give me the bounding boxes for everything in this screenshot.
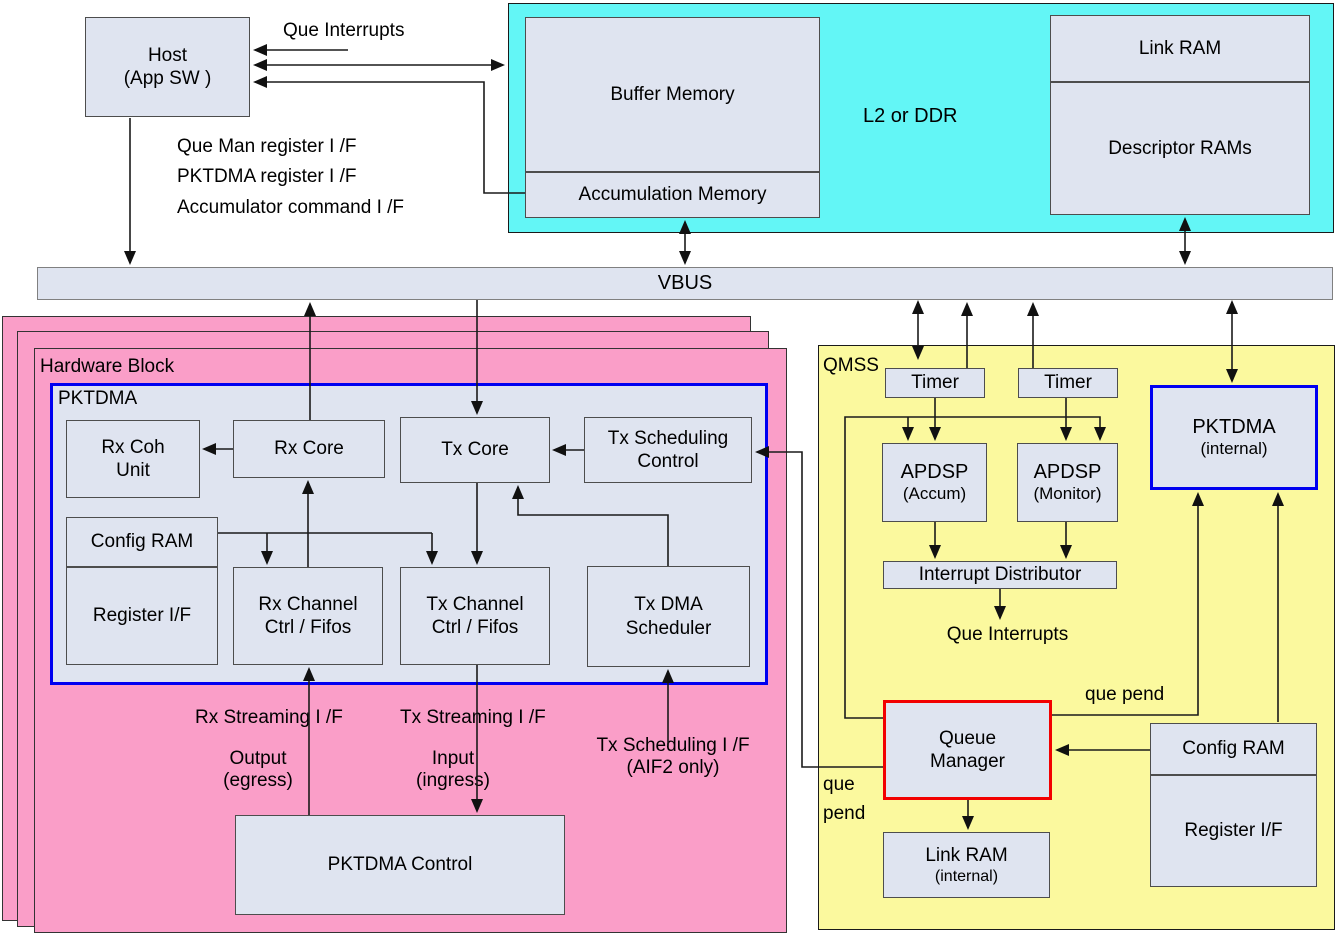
link-ram-internal-sublabel: (internal) — [934, 867, 999, 885]
tx-channel-label2: Ctrl / Fifos — [431, 617, 519, 638]
host-label: Host — [147, 44, 188, 66]
que-interrupts-qmss-label: Que Interrupts — [946, 624, 1069, 645]
rx-channel-box: Rx Channel Ctrl / Fifos — [233, 567, 383, 665]
vbus-bar: VBUS — [37, 267, 1333, 300]
queue-manager-label2: Manager — [930, 751, 1005, 772]
rx-coh-unit-box: Rx Coh Unit — [66, 420, 200, 498]
vbus-label: VBUS — [657, 272, 713, 294]
que-pend-top-label: que pend — [1085, 684, 1165, 705]
rx-channel-label2: Ctrl / Fifos — [264, 617, 352, 638]
output-label: Output — [229, 748, 287, 769]
tx-dma-scheduler-label: Tx DMA — [634, 594, 703, 616]
host-sublabel: (App SW ) — [123, 68, 212, 89]
apdsp-accum-label: APDSP — [900, 460, 969, 483]
egress-label: (egress) — [223, 770, 293, 791]
rx-core-label: Rx Core — [274, 438, 344, 460]
timer1-box: Timer — [885, 368, 985, 398]
tx-scheduling-control-box: Tx Scheduling Control — [584, 417, 752, 483]
qmss-config-ram-label: Config RAM — [1182, 738, 1285, 760]
pktdma-register-if-label: PKTDMA register I /F — [177, 166, 357, 187]
link-ram-internal-label: Link RAM — [925, 844, 1008, 866]
tx-core-box: Tx Core — [400, 417, 550, 483]
l2-ddr-label: L2 or DDR — [863, 105, 958, 127]
host-box: Host (App SW ) — [85, 17, 250, 117]
input-ingress-label: Input (ingress) — [398, 748, 508, 792]
tx-scheduling-if-label: Tx Scheduling I /F (AIF2 only) — [578, 735, 768, 779]
descriptor-rams-box: Descriptor RAMs — [1050, 82, 1310, 215]
tx-dma-scheduler-label2: Scheduler — [625, 617, 712, 639]
pktdma-internal-box: PKTDMA (internal) — [1150, 385, 1318, 490]
accumulation-memory-label: Accumulation Memory — [578, 184, 767, 206]
pktdma-label: PKTDMA — [58, 388, 138, 409]
accumulation-memory-box: Accumulation Memory — [525, 172, 820, 218]
apdsp-monitor-label: APDSP — [1033, 460, 1102, 483]
qmss-register-if-label: Register I/F — [1184, 820, 1283, 842]
config-ram-label: Config RAM — [90, 531, 194, 553]
apdsp-monitor-sublabel: (Monitor) — [1033, 484, 1102, 504]
que-pend-left-label: que pend — [823, 770, 865, 829]
qmss-label: QMSS — [823, 355, 879, 376]
pktdma-internal-sublabel: (internal) — [1200, 439, 1268, 459]
buffer-memory-label: Buffer Memory — [610, 83, 735, 105]
tx-channel-label: Tx Channel — [426, 593, 524, 615]
pktdma-internal-label: PKTDMA — [1192, 415, 1276, 438]
ingress-label: (ingress) — [416, 770, 490, 791]
qmss-register-if-box: Register I/F — [1150, 775, 1317, 887]
apdsp-monitor-box: APDSP (Monitor) — [1017, 443, 1118, 522]
queue-manager-label: Queue — [938, 727, 997, 749]
descriptor-rams-label: Descriptor RAMs — [1108, 137, 1252, 159]
rx-coh-unit-label: Rx Coh — [101, 436, 165, 458]
tx-scheduling-if-line1: Tx Scheduling I /F — [596, 735, 750, 756]
interrupt-distributor-label: Interrupt Distributor — [918, 564, 1082, 586]
accumulator-command-if-label: Accumulator command I /F — [177, 197, 405, 218]
tx-scheduling-control-label: Tx Scheduling — [607, 427, 729, 449]
que-pend-left-line2: pend — [823, 803, 866, 825]
register-if-label: Register I/F — [92, 605, 192, 627]
register-if-box: Register I/F — [66, 567, 218, 665]
rx-coh-unit-label2: Unit — [116, 460, 150, 481]
rx-channel-label: Rx Channel — [258, 593, 358, 615]
link-ram-internal-box: Link RAM (internal) — [883, 832, 1050, 898]
tx-scheduling-control-label2: Control — [637, 451, 699, 472]
que-interrupts-top-label: Que Interrupts — [283, 20, 405, 41]
rx-core-box: Rx Core — [233, 420, 385, 478]
rx-streaming-if-label: Rx Streaming I /F — [195, 707, 343, 728]
que-man-register-if-label: Que Man register I /F — [177, 136, 357, 157]
interrupt-distributor-box: Interrupt Distributor — [883, 561, 1117, 589]
queue-manager-box: Queue Manager — [883, 700, 1052, 800]
link-ram-box: Link RAM — [1050, 15, 1310, 82]
timer1-label: Timer — [911, 372, 959, 394]
tx-core-label: Tx Core — [441, 439, 509, 461]
hardware-block-label: Hardware Block — [40, 356, 175, 377]
output-egress-label: Output (egress) — [203, 748, 313, 792]
buffer-memory-box: Buffer Memory — [525, 17, 820, 172]
pktdma-control-box: PKTDMA Control — [235, 815, 565, 915]
qmss-config-ram-box: Config RAM — [1150, 723, 1317, 775]
input-label: Input — [431, 748, 475, 769]
apdsp-accum-sublabel: (Accum) — [902, 484, 967, 504]
tx-scheduling-if-line2: (AIF2 only) — [626, 757, 720, 778]
tx-streaming-if-label: Tx Streaming I /F — [400, 707, 546, 728]
apdsp-accum-box: APDSP (Accum) — [882, 443, 987, 522]
tx-dma-scheduler-box: Tx DMA Scheduler — [587, 566, 750, 667]
config-ram-box: Config RAM — [66, 517, 218, 567]
tx-channel-box: Tx Channel Ctrl / Fifos — [400, 567, 550, 665]
timer2-box: Timer — [1018, 368, 1118, 398]
link-ram-label: Link RAM — [1138, 37, 1222, 59]
timer2-label: Timer — [1044, 372, 1092, 394]
pktdma-control-label: PKTDMA Control — [327, 854, 473, 876]
que-pend-left-line1: que — [823, 774, 855, 795]
